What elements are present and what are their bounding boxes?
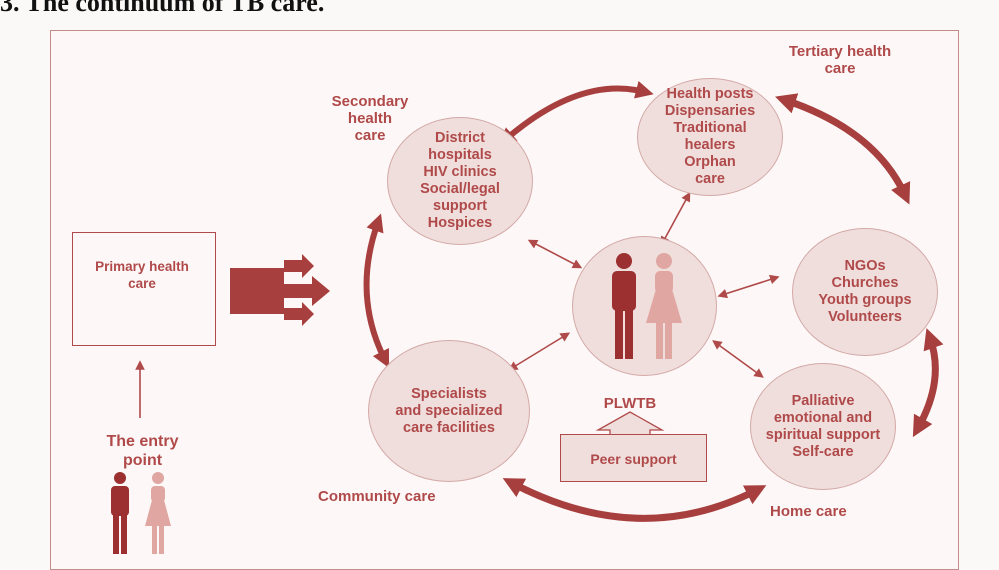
cycle-arrow-home-community [502, 478, 767, 522]
entry-woman-icon [145, 472, 171, 554]
primary-health-care-box: Primary health care [72, 232, 216, 346]
branch-arrow [230, 254, 330, 326]
node-ngos-text: NGOs Churches Youth groups Volunteers [818, 258, 912, 325]
center-woman-icon [645, 253, 682, 359]
node-secondary-care: District hospitals HIV clinics Social/le… [387, 117, 533, 245]
link-home-center [712, 340, 764, 378]
cycle-arrow-tertiary-ngos [775, 93, 911, 205]
node-center-plwtb [572, 236, 717, 376]
entry-people-icon [111, 472, 171, 554]
node-tertiary-care: Health posts Dispensaries Traditional he… [637, 78, 783, 196]
node-community-care-text: Specialists and specialized care facilit… [395, 385, 503, 436]
node-home-care-text: Palliative emotional and spiritual suppo… [765, 392, 881, 460]
label-home-care: Home care [770, 503, 847, 520]
center-man-icon [611, 253, 636, 359]
figure-heading: 3. The continuum of TB care. [0, 0, 325, 17]
cycle-arrow-community-secondary [363, 213, 390, 369]
plwtb-label: PLWTB [603, 395, 657, 412]
peer-support-arrow [595, 411, 665, 434]
peer-support-label: Peer support [590, 451, 677, 467]
cycle-arrow-secondary-tertiary [498, 81, 654, 146]
link-secondary-center [527, 239, 583, 269]
node-ngos: NGOs Churches Youth groups Volunteers [792, 228, 938, 356]
primary-health-care-label: Primary health care [95, 259, 189, 291]
node-community-care: Specialists and specialized care facilit… [368, 340, 530, 482]
peer-support-box: Peer support [560, 434, 707, 482]
label-secondary-health-care: Secondary health care [331, 93, 409, 144]
node-home-care: Palliative emotional and spiritual suppo… [750, 363, 896, 490]
node-secondary-care-text: District hospitals HIV clinics Social/le… [420, 130, 500, 231]
entry-point-label: The entry point [106, 433, 179, 469]
link-community-center [507, 332, 571, 371]
entry-man-icon [111, 472, 129, 554]
cycle-arrow-ngos-home [912, 328, 944, 438]
label-tertiary-health-care: Tertiary health care [788, 43, 892, 77]
link-ngos-center [717, 274, 780, 299]
node-tertiary-care-text: Health posts Dispensaries Traditional he… [664, 86, 756, 187]
label-community-care: Community care [318, 488, 436, 505]
link-tertiary-center [660, 191, 691, 247]
center-people-icon [611, 253, 682, 359]
